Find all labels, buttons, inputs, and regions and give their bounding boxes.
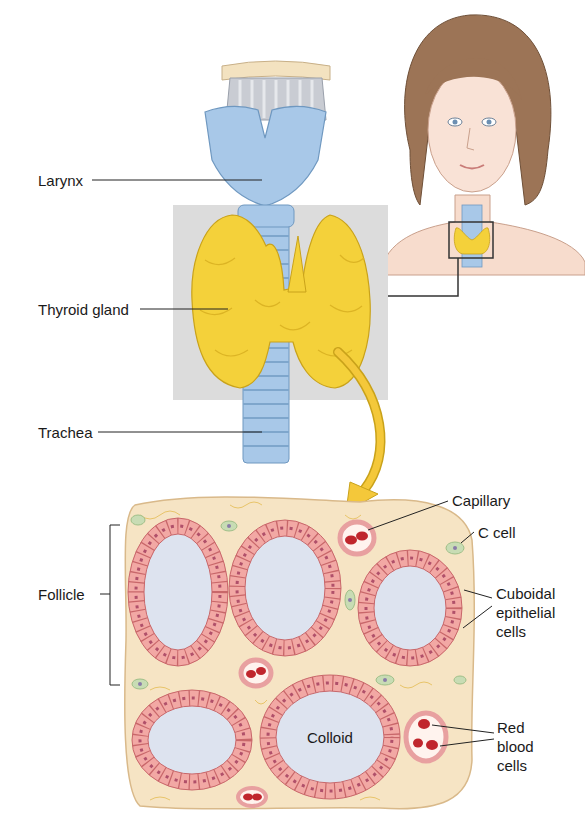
part-label: Cuboidal epithelial cells xyxy=(496,584,580,641)
part-label: Trachea xyxy=(38,423,92,442)
part-label: C cell xyxy=(478,523,516,542)
follicle xyxy=(229,520,341,656)
face-inset xyxy=(380,15,585,275)
follicle xyxy=(260,675,400,799)
larynx xyxy=(205,61,330,227)
hair-fringe xyxy=(425,58,522,100)
part-label: Follicle xyxy=(38,585,85,604)
follicle xyxy=(128,518,228,666)
cell-nuclei xyxy=(138,524,457,686)
mouth xyxy=(460,165,484,169)
part-label: Larynx xyxy=(38,171,83,190)
mini-thyroid xyxy=(454,228,489,254)
thyroid-cartilage xyxy=(205,106,326,206)
hair xyxy=(405,15,551,205)
capillary xyxy=(241,660,271,686)
face xyxy=(428,68,516,192)
follicle xyxy=(132,690,252,790)
capillary xyxy=(238,788,266,806)
eye xyxy=(448,118,462,126)
inset-connector xyxy=(388,258,458,296)
leader-lines xyxy=(92,180,494,746)
inset-box xyxy=(449,222,493,258)
zoom-arrow xyxy=(338,352,380,512)
part-label: Thyroid gland xyxy=(38,300,129,319)
follicle-bracket xyxy=(100,525,120,685)
iris xyxy=(453,120,458,125)
iris xyxy=(487,120,492,125)
eye xyxy=(482,118,496,126)
pyramidal-lobe xyxy=(288,236,306,292)
part-label: Colloid xyxy=(307,728,353,747)
c-cells xyxy=(131,515,466,689)
shoulders xyxy=(380,195,585,275)
capillary xyxy=(340,522,374,554)
follicle xyxy=(358,550,462,666)
tissue xyxy=(125,497,475,809)
nose xyxy=(467,128,474,150)
hyoid xyxy=(222,61,330,80)
part-label: Capillary xyxy=(452,491,510,510)
part-label: Red blood cells xyxy=(497,718,557,775)
capillary xyxy=(406,713,446,761)
